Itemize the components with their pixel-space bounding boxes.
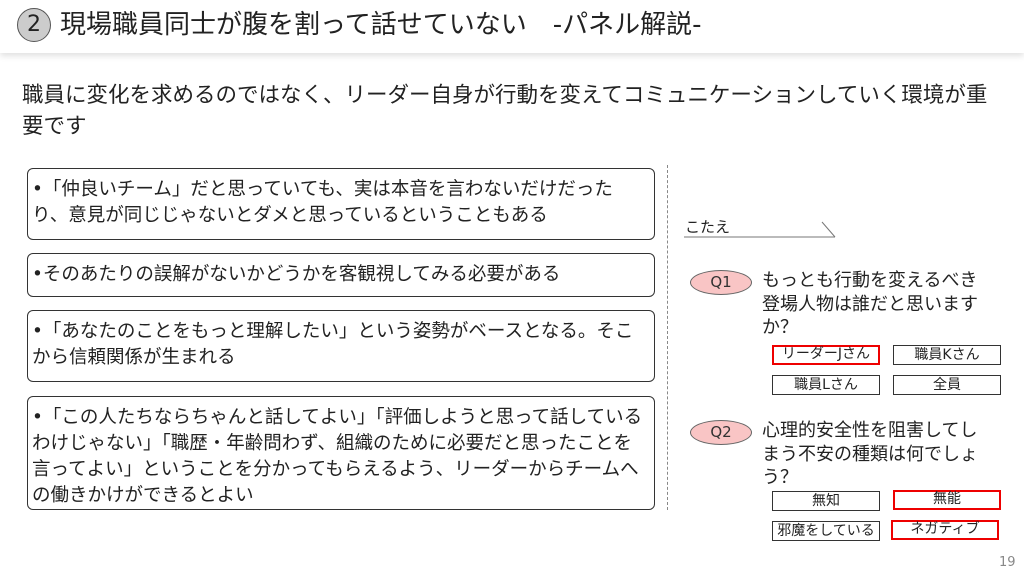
- answers-label: こたえ: [685, 218, 731, 236]
- q1-option-staff-k[interactable]: 職員Kさん: [893, 345, 1001, 365]
- point-box-3: •「あなたのことをもっと理解したい」という姿勢がベースとなる。そこから信頼関係が…: [27, 310, 655, 382]
- q2-tag: Q2: [690, 420, 752, 445]
- q1-option-all[interactable]: 全員: [893, 375, 1001, 395]
- point-box-2: •そのあたりの誤解がないかどうかを客観視してみる必要がある: [27, 253, 655, 297]
- title-bar: 2 現場職員同士が腹を割って話せていない -パネル解説-: [0, 0, 1024, 53]
- section-number-badge: 2: [17, 8, 51, 42]
- point-box-1: •「仲良いチーム」だと思っていても、実は本音を言わないだけだったり、意見が同じじ…: [27, 168, 655, 240]
- q2-option-incompetent[interactable]: 無能: [893, 490, 1001, 510]
- point-box-4: •「この人たちならちゃんと話してよい」「評価しようと思って話しているわけじゃない…: [27, 396, 655, 510]
- q1-question: もっとも行動を変えるべき登場人物は誰だと思いますか？: [762, 270, 978, 338]
- q1-option-leader-j[interactable]: リーダーJさん: [772, 345, 880, 365]
- q1-option-staff-l[interactable]: 職員Lさん: [772, 375, 880, 395]
- page-title: 現場職員同士が腹を割って話せていない -パネル解説-: [60, 10, 702, 40]
- q2-question: 心理的安全性を阻害してしまう不安の種類は何でしょう？: [762, 420, 978, 488]
- q1-tag: Q1: [690, 270, 752, 295]
- page-number: 19: [999, 555, 1016, 570]
- subtitle: 職員に変化を求めるのではなく、リーダー自身が行動を変えてコミュニケーションしてい…: [22, 83, 988, 139]
- q2-option-negative[interactable]: ネガティブ: [891, 520, 999, 540]
- q2-option-ignorant[interactable]: 無知: [772, 491, 880, 511]
- answers-underline: [684, 221, 836, 238]
- q2-option-disruptive[interactable]: 邪魔をしている: [772, 521, 880, 541]
- dashed-divider: [667, 165, 668, 510]
